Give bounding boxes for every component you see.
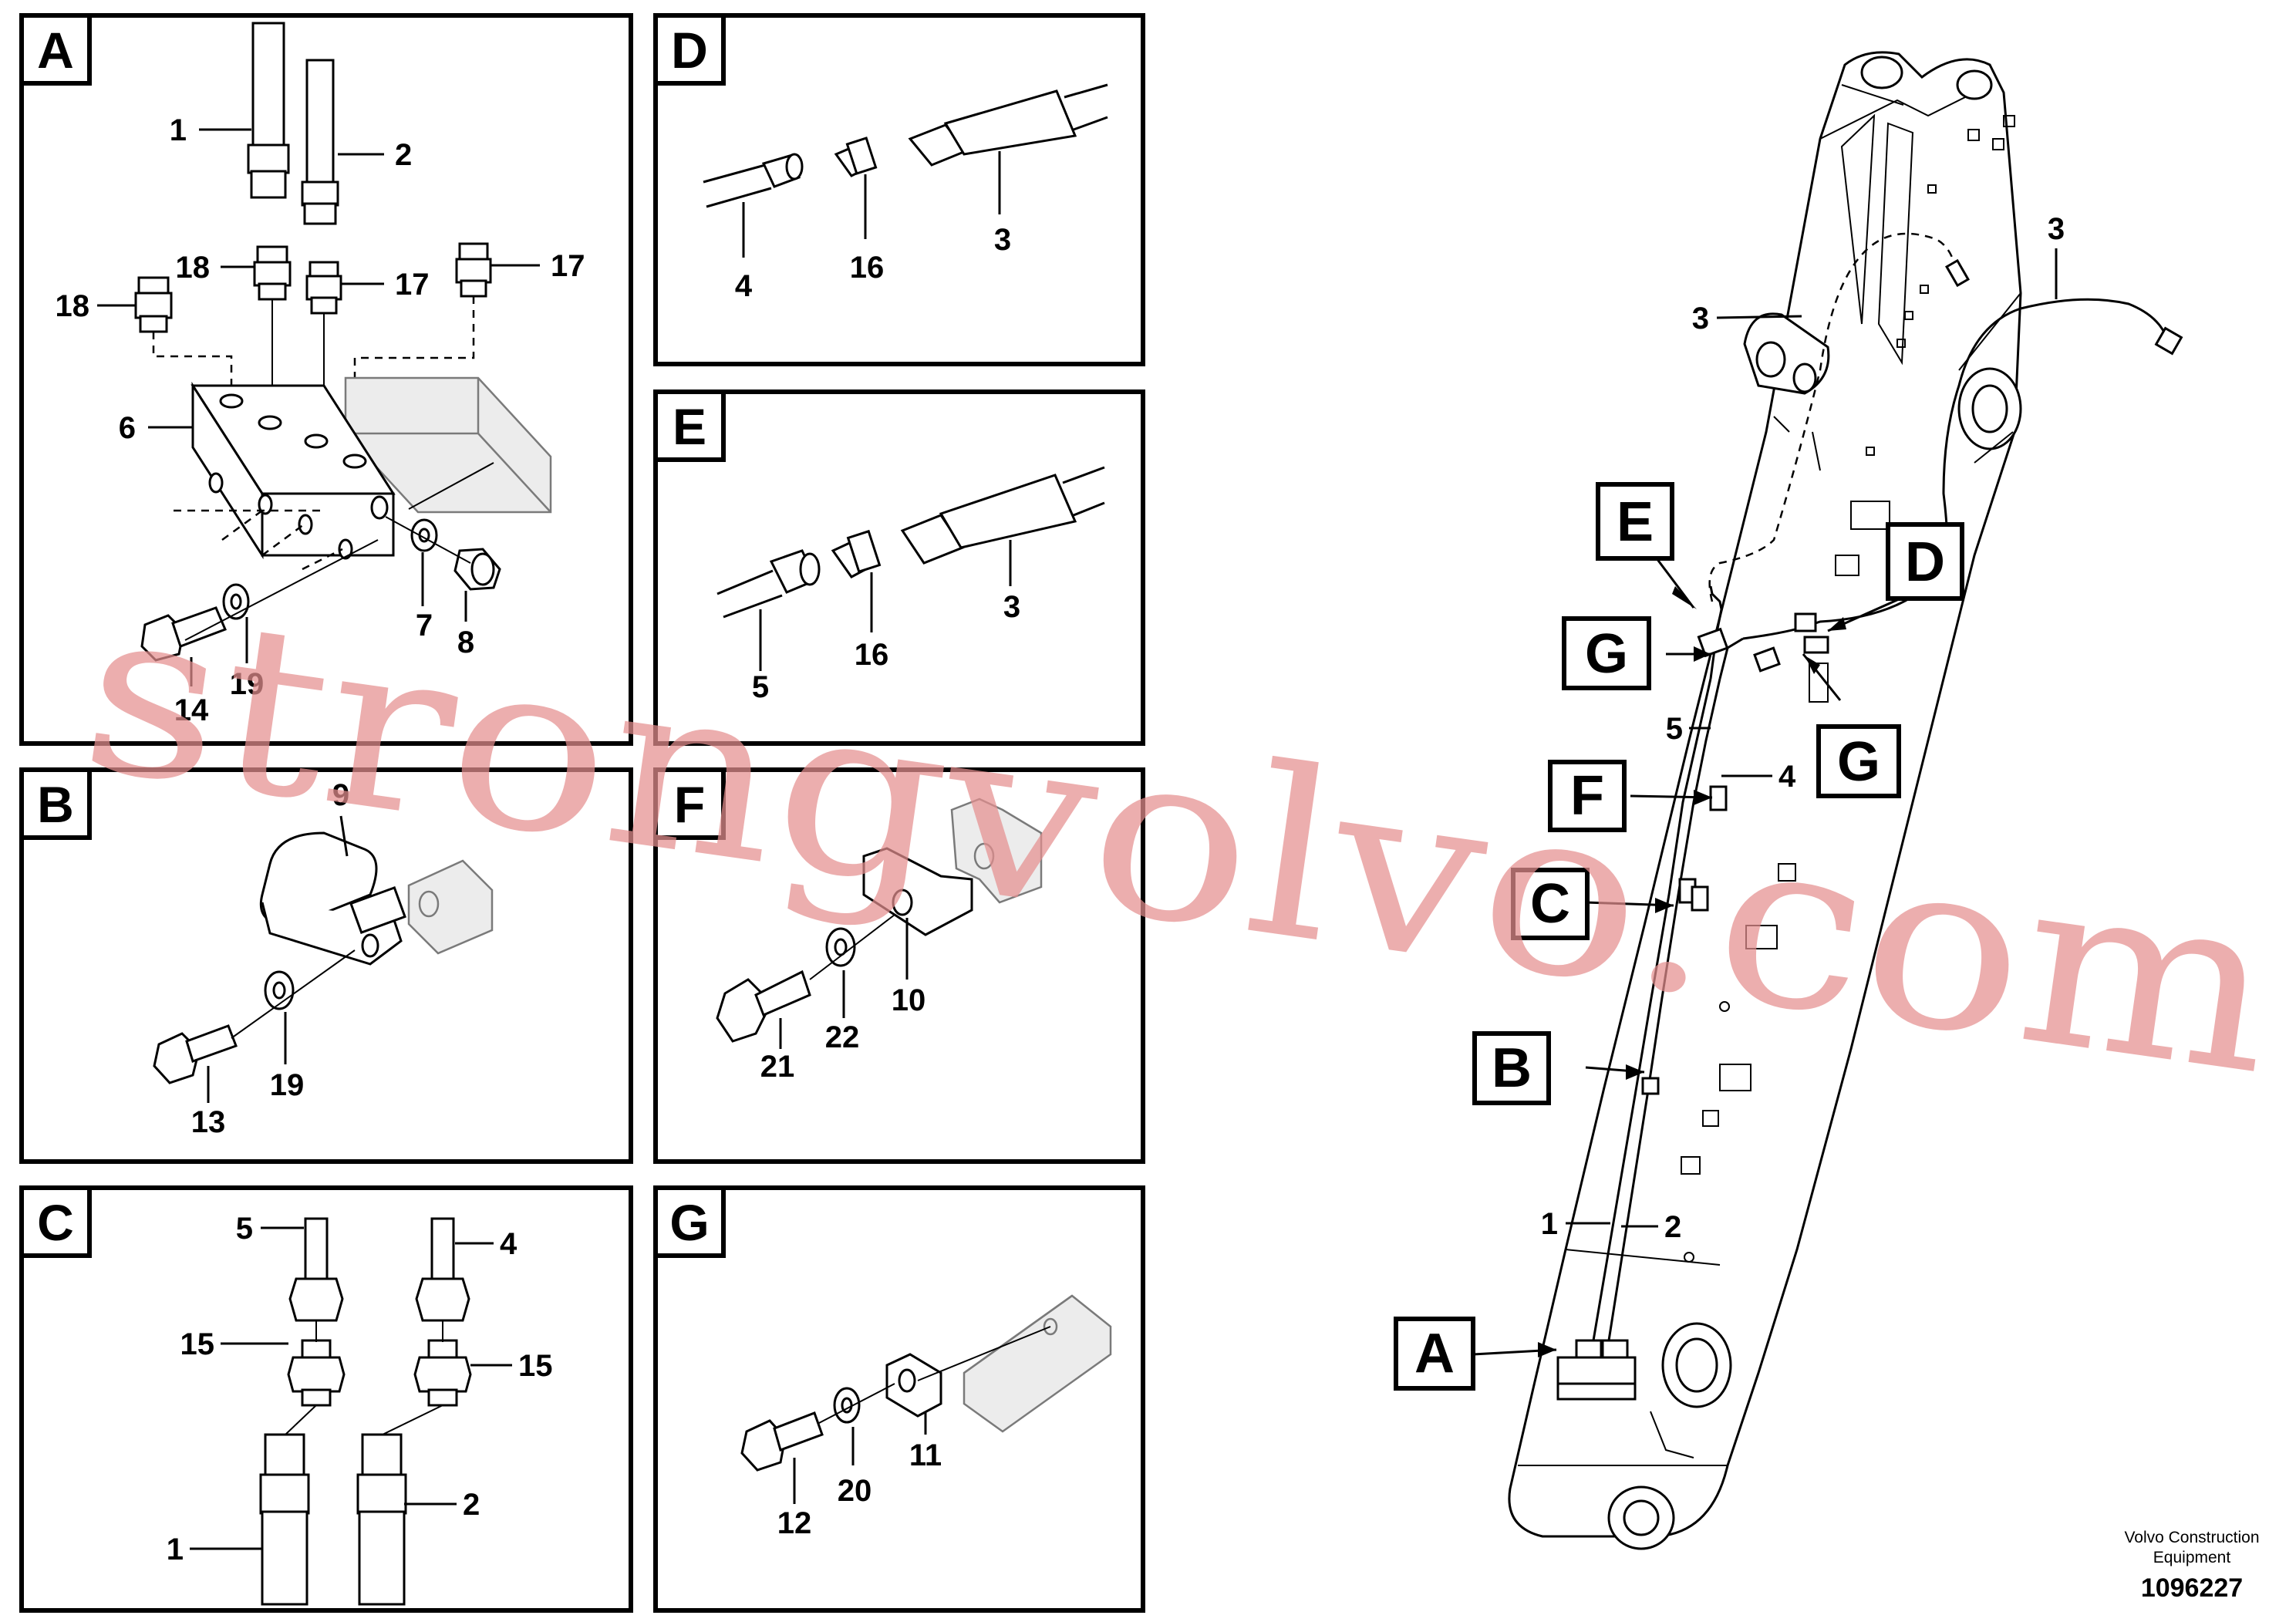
label-c-2: 2 <box>463 1488 480 1522</box>
svg-text:D: D <box>1905 531 1945 593</box>
svg-text:F: F <box>1570 765 1604 827</box>
boom-hoses <box>1592 232 2183 1341</box>
svg-text:C: C <box>1530 873 1570 935</box>
panel-b-labels: 9 13 19 <box>191 778 349 1139</box>
label-d-4: 4 <box>735 269 753 303</box>
panel-c-drawing <box>190 1217 512 1606</box>
panel-g-labels: 12 20 11 <box>777 1438 942 1540</box>
boom-labels: 3 3 5 4 1 2 <box>1541 212 2065 1244</box>
label-f-21: 21 <box>760 1050 795 1084</box>
panel-c-frame <box>19 1185 633 1613</box>
label-e-5: 5 <box>752 670 769 704</box>
boom-tag-g-left: G <box>1562 616 1651 690</box>
label-boom-2: 2 <box>1664 1210 1681 1244</box>
svg-text:G: G <box>1837 731 1880 793</box>
label-a-18: 18 <box>176 251 211 285</box>
panel-b-drawing <box>153 815 494 1103</box>
label-g-11: 11 <box>909 1438 942 1472</box>
panel-e-labels: 5 16 3 <box>752 590 1020 704</box>
label-a-7: 7 <box>416 609 433 642</box>
label-a-6: 6 <box>119 411 136 445</box>
panel-a-frame <box>19 13 633 746</box>
panel-c-labels: 5 4 15 15 1 2 <box>167 1212 553 1566</box>
panel-d-frame <box>653 13 1145 366</box>
boom-leaders <box>1472 248 2058 1357</box>
panel-letter-b: B <box>19 767 92 840</box>
label-g-20: 20 <box>838 1474 872 1508</box>
panel-a-drawing <box>134 22 552 662</box>
boom-tag-c: C <box>1511 868 1590 940</box>
svg-text:B: B <box>37 776 74 833</box>
panel-letter-a: A <box>19 13 92 86</box>
svg-text:E: E <box>1617 491 1654 553</box>
boom-tag-e: E <box>1596 482 1674 561</box>
label-boom-3-left: 3 <box>1692 302 1709 336</box>
panel-letter-g: G <box>653 1185 726 1258</box>
label-d-3: 3 <box>994 223 1011 257</box>
label-c-15-b: 15 <box>518 1349 553 1383</box>
svg-text:E: E <box>673 398 706 455</box>
label-b-13: 13 <box>191 1105 226 1139</box>
label-boom-5: 5 <box>1666 712 1683 746</box>
label-c-4: 4 <box>500 1227 518 1261</box>
svg-text:B: B <box>1492 1037 1532 1099</box>
maker-line-1: Volvo Construction <box>2124 1529 2259 1546</box>
label-a-14: 14 <box>174 693 209 727</box>
label-e-16: 16 <box>855 638 889 672</box>
svg-text:G: G <box>669 1194 709 1251</box>
panel-g-drawing <box>740 1294 1112 1504</box>
label-a-17-b: 17 <box>551 249 585 283</box>
panel-d-drawing <box>703 83 1108 258</box>
panel-letter-d: D <box>653 13 726 86</box>
label-boom-3-right: 3 <box>2048 212 2065 246</box>
maker-line-2: Equipment <box>2153 1549 2231 1566</box>
panel-b-frame <box>19 767 633 1164</box>
svg-text:G: G <box>1585 623 1628 685</box>
label-b-19: 19 <box>270 1068 305 1102</box>
label-f-22: 22 <box>825 1020 860 1054</box>
watermark: strongvolvo.com <box>69 553 2291 1127</box>
panel-a-leaders <box>97 128 540 686</box>
label-c-1: 1 <box>167 1533 184 1566</box>
panel-g-frame <box>653 1185 1145 1613</box>
svg-text:A: A <box>1414 1323 1455 1384</box>
label-boom-1: 1 <box>1541 1207 1558 1241</box>
footer-caption: Volvo Construction Equipment 1096227 <box>2124 1529 2259 1603</box>
panel-letter-f: F <box>653 767 726 840</box>
label-c-5: 5 <box>236 1212 253 1246</box>
boom-tag-f: F <box>1548 760 1627 832</box>
label-boom-4: 4 <box>1778 760 1796 794</box>
svg-text:D: D <box>671 22 708 79</box>
panel-e-frame <box>653 389 1145 746</box>
svg-text:A: A <box>37 22 74 79</box>
label-a-2: 2 <box>395 138 412 172</box>
boom-tag-a: A <box>1394 1317 1475 1391</box>
label-a-1: 1 <box>170 113 187 147</box>
part-number: 1096227 <box>2141 1573 2243 1603</box>
label-c-15: 15 <box>180 1327 215 1361</box>
panel-letter-c: C <box>19 1185 92 1258</box>
label-d-16: 16 <box>850 251 885 285</box>
panel-a-labels: 1 2 18 17 18 17 6 7 8 14 19 <box>56 113 585 727</box>
label-a-18-b: 18 <box>56 289 90 323</box>
svg-text:C: C <box>37 1194 74 1251</box>
boom-tag-b: B <box>1472 1031 1551 1105</box>
panel-d-labels: 4 16 3 <box>735 223 1011 303</box>
label-b-9: 9 <box>332 778 349 812</box>
boom-tag-d: D <box>1886 522 1964 601</box>
svg-text:F: F <box>674 776 705 833</box>
panel-f-drawing <box>716 798 1043 1049</box>
panel-e-drawing <box>716 466 1105 671</box>
panel-letter-e: E <box>653 389 726 462</box>
label-a-19: 19 <box>230 667 265 701</box>
panel-f-frame <box>653 767 1145 1164</box>
label-a-17: 17 <box>395 268 430 302</box>
panel-f-labels: 21 22 10 <box>760 983 926 1084</box>
label-g-12: 12 <box>777 1506 812 1540</box>
boom-tag-g-right: G <box>1816 724 1901 798</box>
label-f-10: 10 <box>892 983 926 1017</box>
label-e-3: 3 <box>1003 590 1020 624</box>
label-a-8: 8 <box>457 626 474 659</box>
